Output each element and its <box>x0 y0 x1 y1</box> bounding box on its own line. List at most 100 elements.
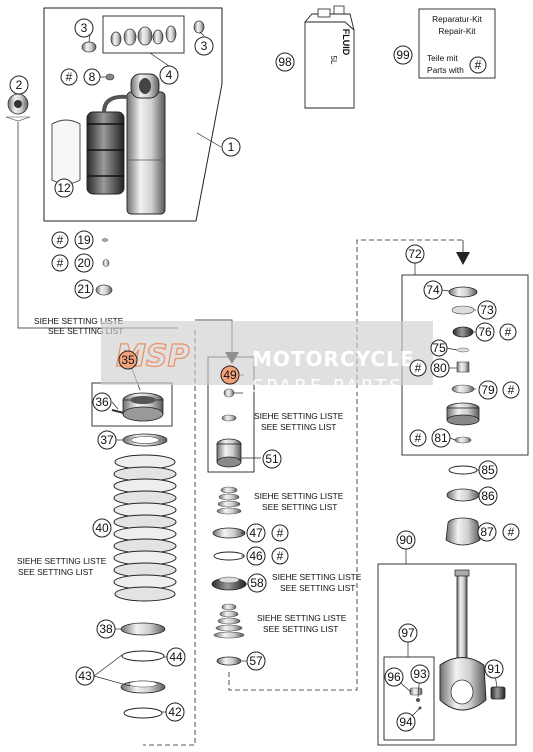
damper-eye-hole <box>139 78 151 94</box>
callout-44: 44 <box>166 647 186 667</box>
coil-spring-40 <box>113 454 177 602</box>
piston-part-top <box>223 388 235 398</box>
svg-text:76: 76 <box>478 325 492 339</box>
callout-72: 72 <box>405 244 425 264</box>
callout-hash-20: # <box>51 254 69 272</box>
svg-text:38: 38 <box>99 622 113 636</box>
svg-text:3: 3 <box>201 39 208 53</box>
cap-74 <box>448 286 478 298</box>
callout-74: 74 <box>423 280 443 300</box>
svg-text:99: 99 <box>396 48 410 62</box>
callout-98: 98 <box>275 52 295 72</box>
svg-text:21: 21 <box>77 282 91 296</box>
bushing-left <box>81 41 97 53</box>
repair-kit-line1: Reparatur-Kit <box>432 14 482 24</box>
oring-76 <box>452 326 474 338</box>
callout-81: 81 <box>431 428 451 448</box>
svg-text:51: 51 <box>265 452 279 466</box>
washer-38 <box>120 622 166 636</box>
svg-text:42: 42 <box>168 705 182 719</box>
svg-text:8: 8 <box>89 70 96 84</box>
callout-94: 94 <box>396 712 416 732</box>
setting-note-piston-de: SIEHE SETTING LISTE <box>254 411 344 421</box>
svg-text:49: 49 <box>223 368 237 382</box>
svg-text:#: # <box>475 58 482 72</box>
seal-73 <box>451 305 475 315</box>
repair-kit-line3: Teile mit <box>427 53 458 63</box>
svg-text:20: 20 <box>77 256 91 270</box>
setting-note-58-de: SIEHE SETTING LISTE <box>272 572 362 582</box>
svg-text:58: 58 <box>250 576 264 590</box>
callout-4: 4 <box>159 65 179 85</box>
svg-text:47: 47 <box>249 526 263 540</box>
washer-57 <box>216 656 242 666</box>
callout-38: 38 <box>96 619 116 639</box>
watermark: MSP MOTORCYCLE SPARE PARTS <box>101 321 433 397</box>
callout-96: 96 <box>384 667 404 687</box>
callout-hash-81: # <box>409 429 427 447</box>
callout-3-left: 3 <box>74 18 94 38</box>
svg-text:86: 86 <box>481 489 495 503</box>
callout-hash-76: # <box>499 323 517 341</box>
setting-note-bumpstop-de: SIEHE SETTING LISTE <box>257 613 347 623</box>
part-2-bearing <box>5 93 31 122</box>
callout-hash-80: # <box>409 359 427 377</box>
callout-57: 57 <box>246 651 266 671</box>
callout-21: 21 <box>74 279 94 299</box>
adjuster-screw <box>111 409 125 414</box>
svg-text:79: 79 <box>481 383 495 397</box>
nut-8 <box>105 73 115 81</box>
part-21 <box>95 284 113 296</box>
nut-91 <box>490 686 506 700</box>
callout-hash-19: # <box>51 231 69 249</box>
bushing-right <box>193 20 205 34</box>
bladder-cap <box>446 402 480 426</box>
circlip-85 <box>448 465 478 475</box>
ring-46 <box>213 551 245 561</box>
svg-text:46: 46 <box>249 549 263 563</box>
svg-text:80: 80 <box>433 361 447 375</box>
bushing-87 <box>445 517 481 546</box>
svg-text:#: # <box>505 325 512 339</box>
callout-20: 20 <box>74 253 94 273</box>
callout-35: 35 <box>118 350 138 370</box>
washer-79 <box>451 384 475 394</box>
setting-note-spring-en: SEE SETTING LIST <box>18 567 93 577</box>
svg-text:#: # <box>66 70 73 84</box>
svg-text:57: 57 <box>249 654 263 668</box>
svg-text:81: 81 <box>434 431 448 445</box>
callout-3-right: 3 <box>194 36 214 56</box>
fluid-can-label: FLUID <box>341 29 351 56</box>
reservoir-bands <box>87 123 124 177</box>
svg-text:#: # <box>277 549 284 563</box>
part-19 <box>101 238 109 242</box>
callout-97: 97 <box>398 623 418 643</box>
reservoir-hose <box>102 94 129 113</box>
callout-86: 86 <box>478 486 498 506</box>
repair-kit-line4: Parts with <box>427 65 464 75</box>
setting-note-left-de: SIEHE SETTING LISTE <box>34 316 124 326</box>
setting-note-spring-de: SIEHE SETTING LISTE <box>17 556 107 566</box>
piston-rod-90 <box>439 569 487 711</box>
svg-text:#: # <box>415 361 422 375</box>
callout-80: 80 <box>430 358 450 378</box>
svg-text:#: # <box>57 233 64 247</box>
part-20 <box>102 259 110 267</box>
callout-85: 85 <box>478 460 498 480</box>
watermark-line1: MOTORCYCLE <box>252 347 414 371</box>
small-parts-box-97 <box>383 656 435 741</box>
spring-retainer-37 <box>122 433 168 447</box>
repair-kit-line2: Repair-Kit <box>438 26 476 36</box>
right-arrow-head <box>456 252 470 265</box>
setting-note-58-en: SEE SETTING LIST <box>280 583 355 593</box>
valve-parts <box>409 687 423 710</box>
svg-text:90: 90 <box>399 533 413 547</box>
setting-note-shims-en: SEE SETTING LIST <box>262 502 337 512</box>
circlip-42 <box>123 707 163 719</box>
fluid-can-volume: 5L <box>329 56 338 65</box>
svg-text:2: 2 <box>16 78 23 92</box>
piston-rod-assembly-box <box>377 563 517 746</box>
callout-58: 58 <box>247 573 267 593</box>
svg-text:#: # <box>415 431 422 445</box>
